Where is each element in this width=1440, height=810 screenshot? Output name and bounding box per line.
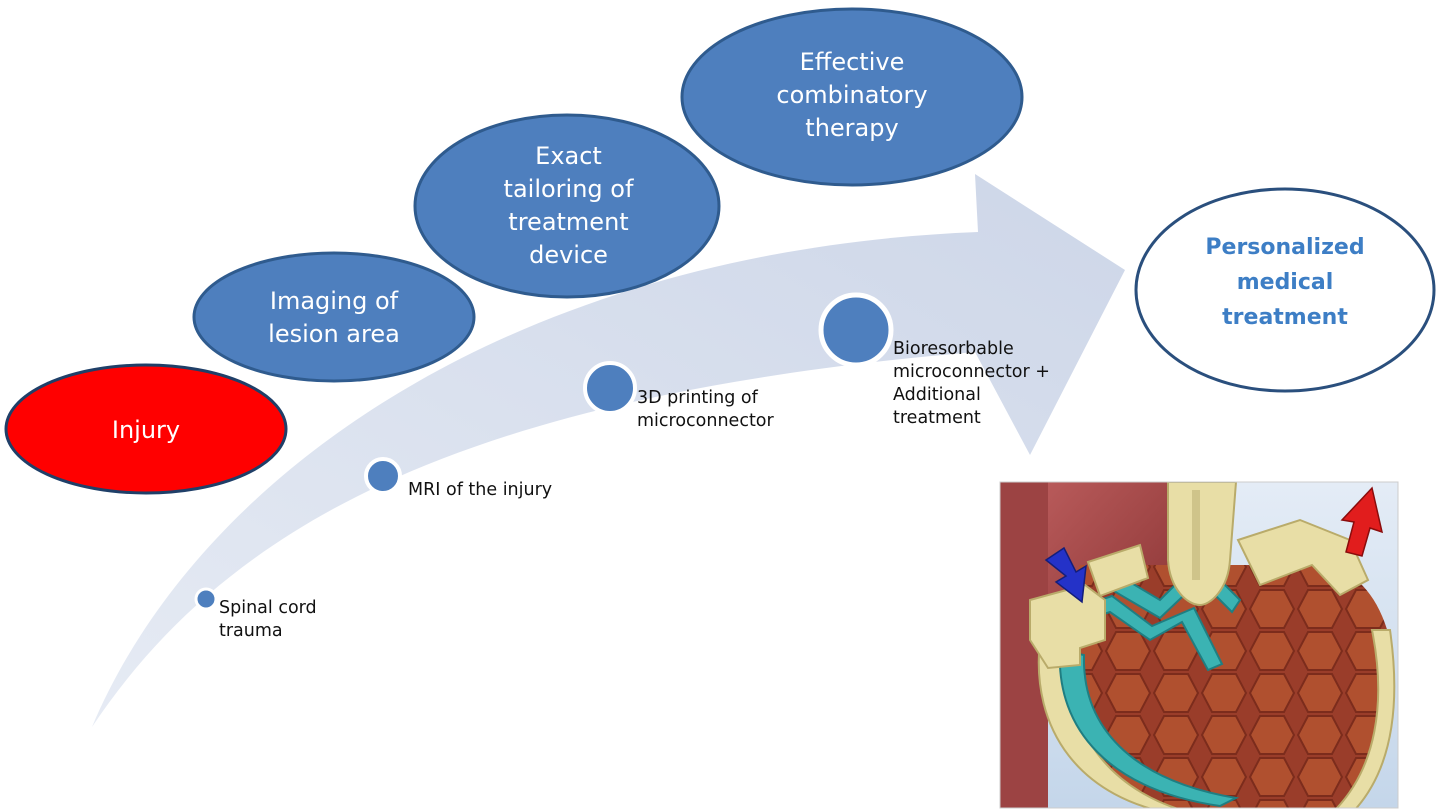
stage-injury-oval — [4, 363, 288, 495]
stage-therapy-oval — [680, 7, 1024, 187]
step-mri-label: MRI of the injury — [408, 480, 553, 500]
step-dot-mri — [364, 457, 402, 495]
outcome-oval — [1134, 187, 1436, 393]
step-dot-trauma — [194, 587, 218, 611]
stage-imaging-oval — [192, 251, 476, 383]
outcome-label: Personalized medical treatment — [1205, 235, 1365, 330]
step-trauma-label: Spinal cord trauma — [219, 598, 317, 641]
step-dot-printing — [583, 361, 637, 415]
step-dot-microconnector — [818, 292, 894, 368]
stage-tailoring-oval — [413, 113, 721, 299]
stage-imaging-label: Imaging of lesion area — [268, 287, 400, 348]
microconnector-illustration — [1000, 482, 1398, 808]
stage-injury-label: Injury — [111, 416, 181, 444]
step-printing-label: 3D printing of microconnector — [637, 388, 774, 431]
stage-therapy-label: Effective combinatory therapy — [776, 48, 928, 142]
step-microconnector-label: Bioresorbable microconnector + Additiona… — [893, 339, 1050, 428]
stage-tailoring-label: Exact tailoring of treatment device — [503, 142, 634, 269]
